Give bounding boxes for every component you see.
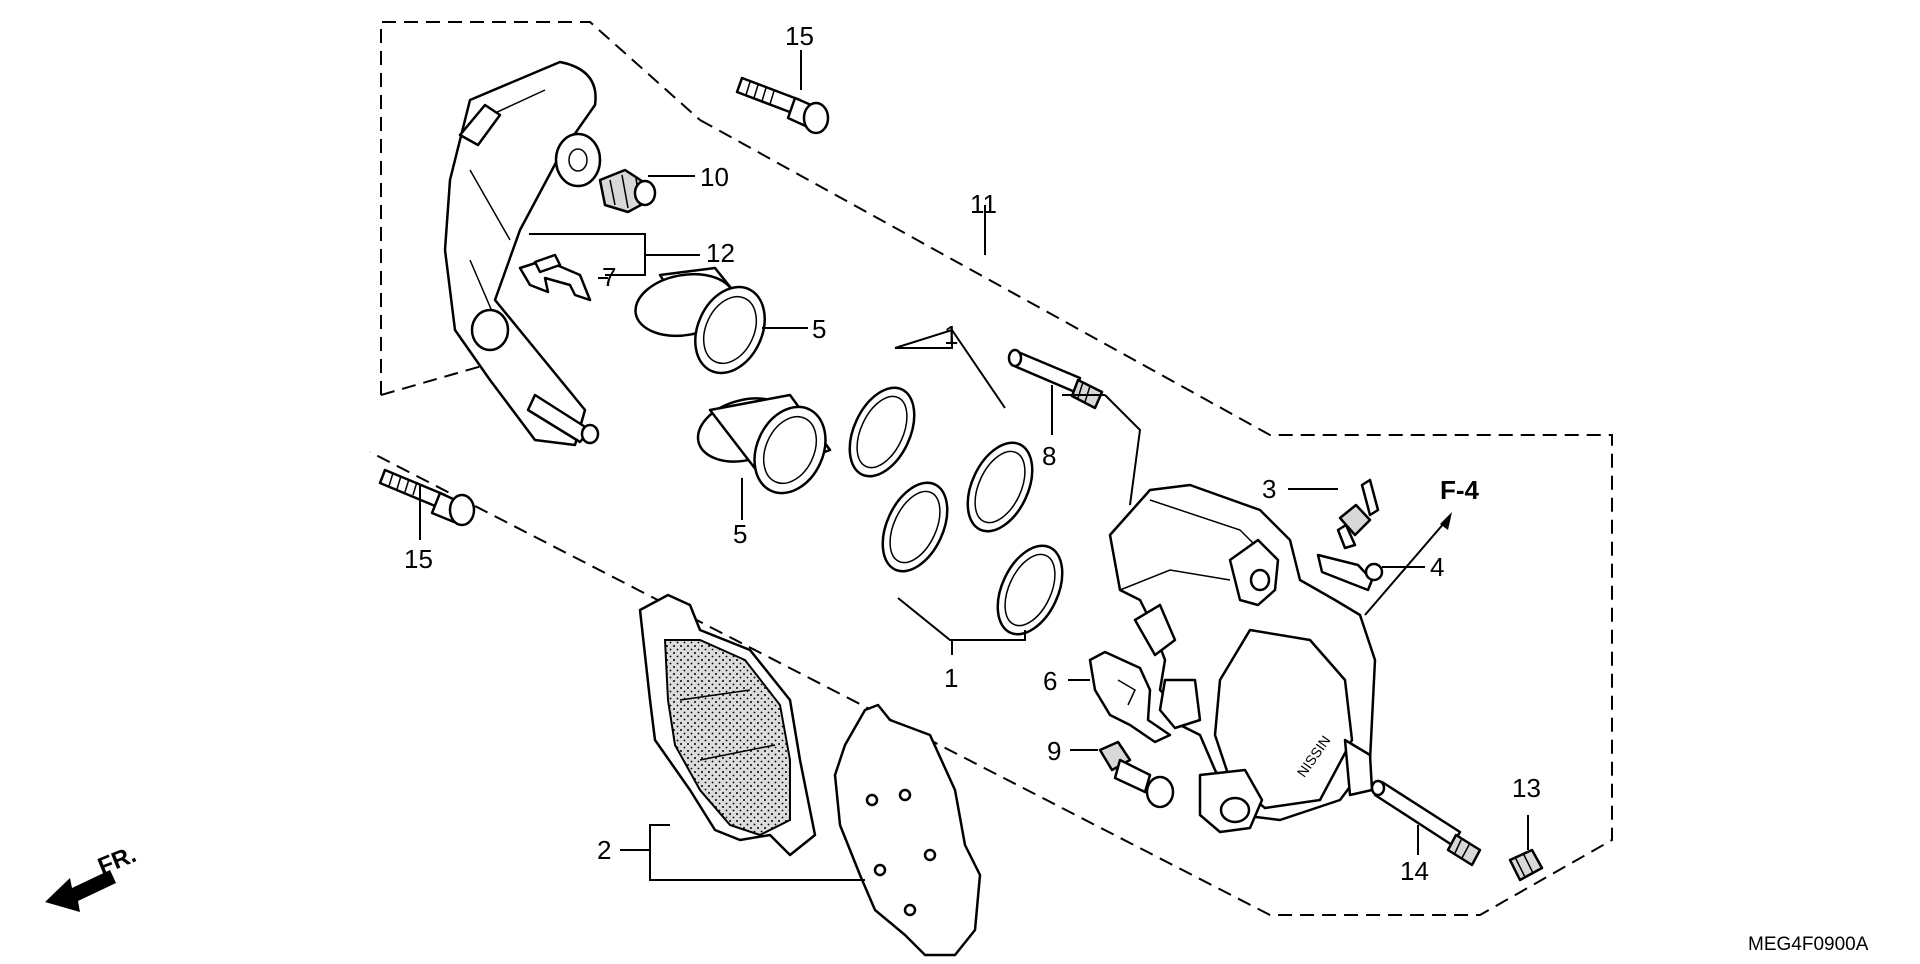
shim-part-6 <box>1088 650 1172 744</box>
brake-pad-part-2-rear <box>638 593 817 857</box>
diagram-code: MEG4F0900A <box>1748 934 1869 955</box>
callout-6: 6 <box>1043 666 1057 696</box>
caliper-bracket <box>443 60 602 447</box>
callout-14: 14 <box>1400 856 1429 886</box>
callout-12: 12 <box>706 238 735 268</box>
callout-3: 3 <box>1262 474 1276 504</box>
callout-9: 9 <box>1047 736 1061 766</box>
seal-rings-part-1 <box>848 386 1064 636</box>
callout-1-upper: 1 <box>944 320 958 350</box>
brake-pad-part-2-front <box>833 703 982 957</box>
plug-part-13 <box>1508 848 1544 882</box>
front-direction-arrow: FR. <box>45 841 140 912</box>
callout-11: 11 <box>970 189 997 219</box>
pin-part-14 <box>1370 779 1482 867</box>
boot-part-10 <box>598 168 657 214</box>
callout-10: 10 <box>700 162 729 192</box>
callout-15-lower: 15 <box>404 544 433 574</box>
caliper-body: NISSIN <box>1108 483 1377 834</box>
callout-15-upper: 15 <box>785 21 814 51</box>
section-ref-label: F-4 <box>1440 475 1480 505</box>
clip-part-7 <box>518 253 592 302</box>
bleeder-part-3 <box>1336 478 1380 550</box>
callout-5-lower: 5 <box>733 519 747 549</box>
piston-part-5-upper <box>634 266 766 375</box>
piston-part-5-lower <box>696 393 832 495</box>
callout-5-upper: 5 <box>812 314 826 344</box>
callout-8: 8 <box>1042 441 1056 471</box>
bolt-part-15-upper <box>735 76 830 135</box>
callout-7: 7 <box>602 262 616 292</box>
spring-part-4 <box>1316 553 1384 592</box>
section-reference: F-4 <box>1364 475 1480 616</box>
bolt-part-9 <box>1098 740 1175 809</box>
front-label: FR. <box>94 841 140 881</box>
callout-labels: 15 10 12 7 11 5 5 1 1 8 3 4 6 9 13 14 15… <box>404 21 1541 886</box>
callout-13: 13 <box>1512 773 1541 803</box>
callout-4: 4 <box>1430 552 1444 582</box>
callout-2: 2 <box>597 835 611 865</box>
callout-1-lower: 1 <box>944 663 958 693</box>
pin-part-8 <box>1007 348 1104 410</box>
bolt-part-15-lower <box>378 468 476 527</box>
leader-lines <box>419 50 1529 881</box>
